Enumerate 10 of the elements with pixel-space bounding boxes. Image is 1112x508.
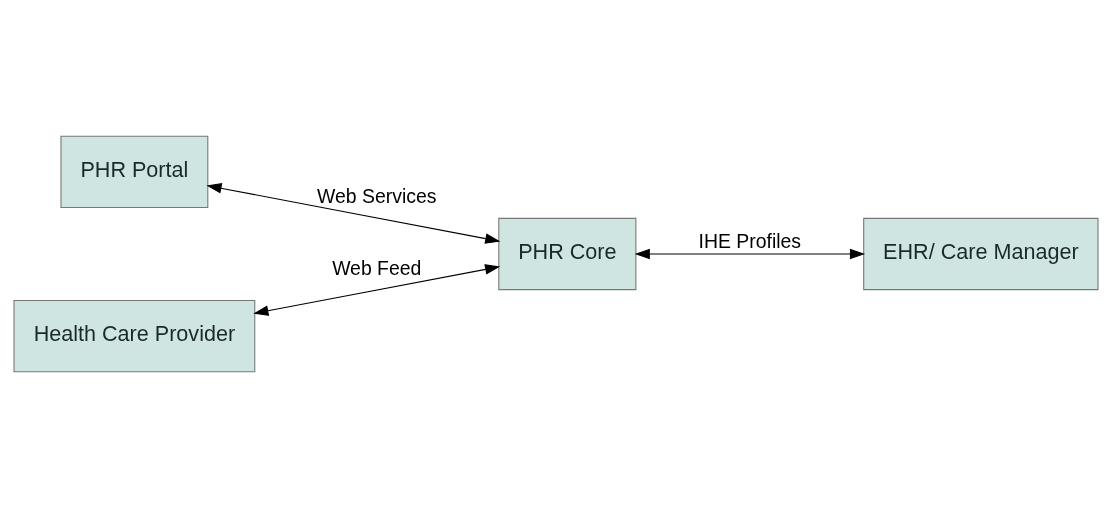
node-box: Health Care Provider xyxy=(13,299,256,373)
edge-label: IHE Profiles xyxy=(698,229,802,252)
node-box: PHR Core xyxy=(498,217,637,291)
arrow xyxy=(206,183,501,244)
arrow xyxy=(253,264,501,316)
arrow xyxy=(634,248,866,260)
edge-label: Web Feed xyxy=(332,256,422,279)
node-box: PHR Portal xyxy=(60,135,209,209)
node-box: EHR/ Care Manager xyxy=(863,217,1099,291)
edge-label: Web Services xyxy=(317,184,437,207)
